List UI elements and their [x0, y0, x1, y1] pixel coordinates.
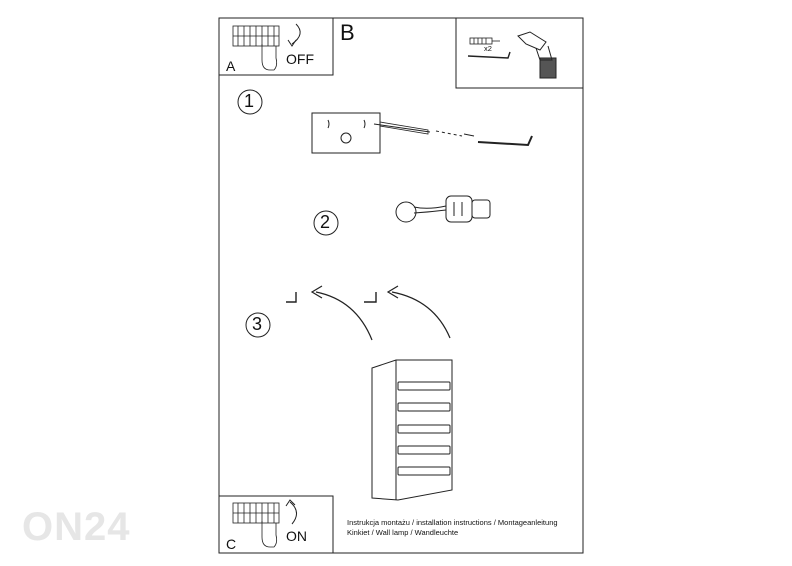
hook-right-icon: [364, 292, 377, 303]
page-frame: [218, 17, 584, 554]
fuse-box-on-icon: [232, 502, 280, 548]
step-2-number: 2: [320, 212, 331, 232]
watermark-logo: ON24: [22, 505, 131, 549]
step-3-circle: [245, 312, 271, 338]
wall-plug-icon: [469, 37, 500, 45]
footer-line-1: Instrukcja montażu / installation instru…: [347, 518, 558, 527]
footer-line-2: Kinkiet / Wall lamp / Wandleuchte: [347, 528, 459, 537]
step-1-circle: [237, 89, 263, 115]
panel-a-label: A: [226, 58, 236, 74]
step-1-number: 1: [244, 91, 255, 111]
quantity-label: x2: [484, 44, 492, 53]
panel-b-tools-box: [455, 17, 584, 89]
panel-c-box: [218, 495, 334, 554]
panel-a-box: [218, 17, 334, 76]
panel-b-label: B: [340, 20, 355, 45]
insert-arrow-right-icon: [386, 285, 451, 339]
hook-left-icon: [286, 292, 297, 303]
switch-off-arrow-icon: [287, 23, 301, 47]
hook-icon-step1: [477, 135, 533, 147]
step-3-number: 3: [252, 314, 263, 334]
mounting-plate-icon: [311, 112, 381, 154]
wall-lamp-illustration: [371, 359, 453, 501]
screw-and-plug-icon: [373, 121, 475, 137]
switch-on-arrow-icon: [285, 499, 297, 525]
on-label: ON: [286, 528, 307, 544]
bulb-socket-icon: [395, 195, 491, 223]
drill-icon: [517, 31, 557, 79]
hook-screw-icon: [467, 51, 511, 59]
off-label: OFF: [286, 51, 314, 67]
insert-arrow-left-icon: [310, 285, 373, 341]
step-2-circle: [313, 210, 339, 236]
fuse-box-icon: [232, 25, 280, 71]
panel-c-label: C: [226, 536, 237, 552]
